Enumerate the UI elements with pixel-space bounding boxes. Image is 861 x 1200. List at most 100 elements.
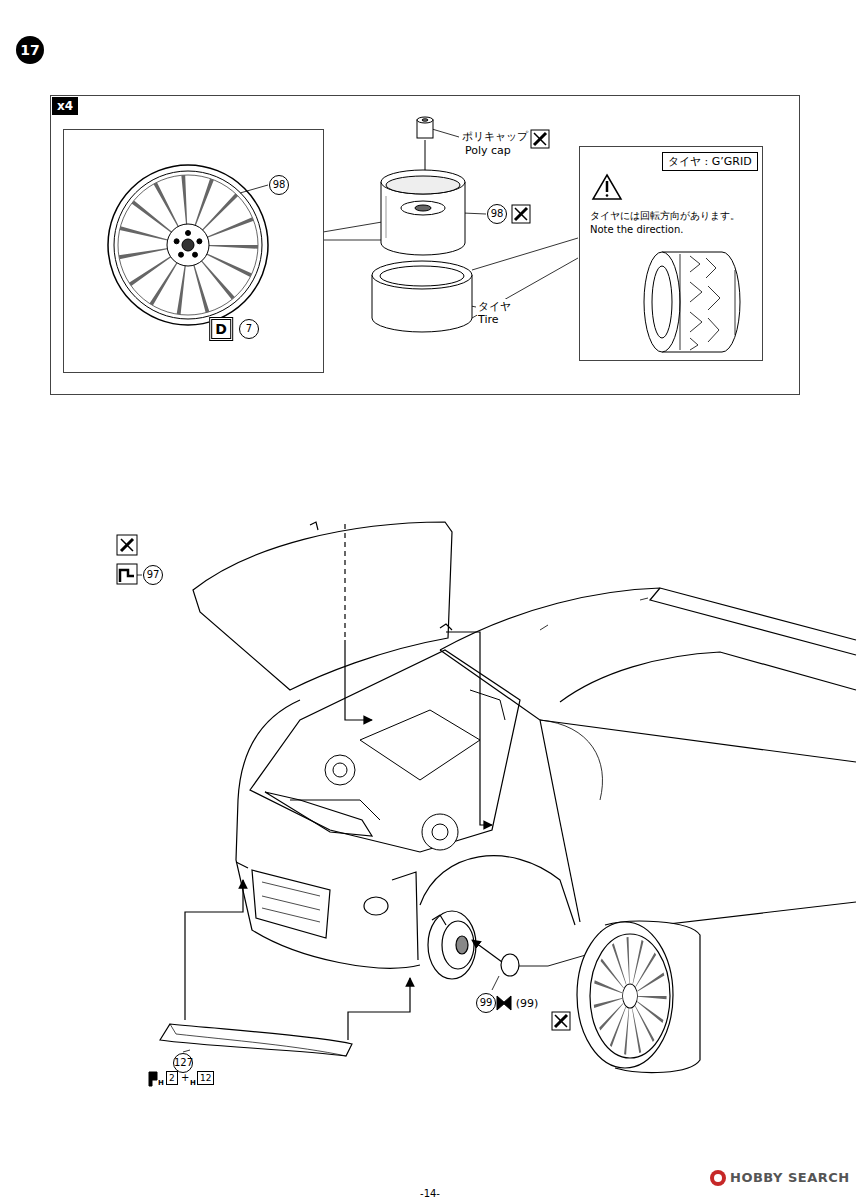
callout-number: 98 <box>487 204 507 224</box>
wheel-detail-box: 98D7 <box>63 129 324 373</box>
glue-icon <box>555 1015 567 1027</box>
tire-tread-drawing <box>680 254 681 350</box>
engine-bay <box>325 755 355 785</box>
wheel-front-view <box>179 252 184 257</box>
paint-number: 2 <box>166 1071 178 1085</box>
front-lip <box>170 1024 346 1056</box>
assembly-arrow <box>446 632 492 825</box>
step-number: 17 <box>16 36 44 64</box>
paint-code: D <box>209 317 233 341</box>
callout-number: 97 <box>143 565 163 585</box>
wheel-front-view <box>240 185 268 193</box>
wheel-front-view <box>197 239 202 244</box>
tire-note-box: タイヤには回転方向があります。Note the direction.タイヤ : … <box>579 146 763 361</box>
part-name: Tire <box>477 313 500 326</box>
glue-icon <box>531 130 549 148</box>
car-body <box>560 652 856 702</box>
tire-tread-drawing <box>680 254 735 350</box>
tire-ring <box>380 266 464 286</box>
wheel-front-view <box>193 252 198 257</box>
car-body <box>540 720 603 800</box>
leader-line <box>472 238 578 270</box>
hub-cap <box>492 976 499 990</box>
car-body <box>540 598 648 630</box>
brake-hub <box>442 921 474 969</box>
rim <box>415 205 431 211</box>
car-body <box>364 897 388 915</box>
car-body <box>392 872 418 960</box>
rim <box>386 176 460 194</box>
callout-number: 127 <box>173 1053 193 1073</box>
glue-icon <box>555 1015 567 1027</box>
paint-series: H <box>190 1079 196 1087</box>
engine-bay <box>432 824 448 840</box>
watermark-logo <box>714 1174 722 1182</box>
wheel-front-view <box>114 171 262 319</box>
assembly-arrow <box>185 880 243 1020</box>
wheel-assembly <box>590 934 670 1058</box>
hub-cap <box>472 940 502 962</box>
rim <box>401 201 445 215</box>
tire-tread-drawing <box>652 266 672 338</box>
wheel-front-view <box>167 224 209 266</box>
brake-hub <box>428 911 476 979</box>
leader-line <box>463 213 486 214</box>
brake-hub <box>432 915 446 925</box>
wheel-assembly <box>608 960 653 1032</box>
callout-number: 99 <box>476 993 496 1013</box>
engine-bay <box>290 690 505 850</box>
car-body <box>252 870 330 938</box>
leader-line <box>323 240 382 241</box>
wheel-assembly <box>577 921 700 1072</box>
car-body <box>236 862 248 868</box>
brake-hub <box>428 911 476 979</box>
wheel-assembly <box>577 922 673 1068</box>
note-text: Note the direction. <box>590 224 683 235</box>
wheel-front-view <box>174 239 179 244</box>
tire-ring <box>372 261 472 289</box>
tire-brand-header: タイヤ : G’GRID <box>662 152 758 171</box>
engine-bay <box>360 710 480 780</box>
paint-number: 7 <box>239 319 259 339</box>
paint-icon <box>117 535 137 555</box>
tire-tread-drawing <box>644 252 740 352</box>
wheel-front-view <box>182 239 194 251</box>
glue-icon <box>515 208 527 220</box>
glue-icon <box>552 1012 570 1030</box>
tire-ring <box>372 261 472 332</box>
warning-icon <box>593 175 621 199</box>
part-icon <box>149 1072 157 1086</box>
tire-tread-drawing <box>735 270 736 335</box>
wheel-front-view <box>108 165 268 325</box>
wheel-front-view <box>118 175 258 315</box>
glue-icon <box>552 1012 570 1030</box>
tire-tread-drawing <box>644 252 680 352</box>
car-body <box>650 588 856 655</box>
rim <box>386 196 387 238</box>
rim <box>381 170 465 194</box>
glue-icon <box>512 205 530 223</box>
wheel-assembly <box>623 984 638 1008</box>
part-name: タイヤ <box>477 299 512 314</box>
front-lip <box>160 1024 352 1056</box>
paint-icon <box>117 564 137 584</box>
callout-number: 98 <box>269 175 289 195</box>
brake-hub <box>456 936 468 954</box>
glue-icon <box>515 208 527 220</box>
tire-tread-drawing <box>690 256 716 278</box>
assembly-arrow <box>345 640 372 720</box>
tire-tread-drawing <box>690 338 698 350</box>
part-name: Poly cap <box>464 144 512 157</box>
paint-number: 12 <box>197 1071 214 1085</box>
assembly-arrow <box>348 978 410 1040</box>
hood <box>310 522 318 530</box>
watermark: HOBBY SEARCH <box>730 1170 850 1185</box>
tire-tread-drawing <box>690 282 720 310</box>
rim <box>381 170 465 255</box>
hood <box>440 624 452 630</box>
part-icon <box>497 996 511 1010</box>
leader-line <box>137 575 142 576</box>
